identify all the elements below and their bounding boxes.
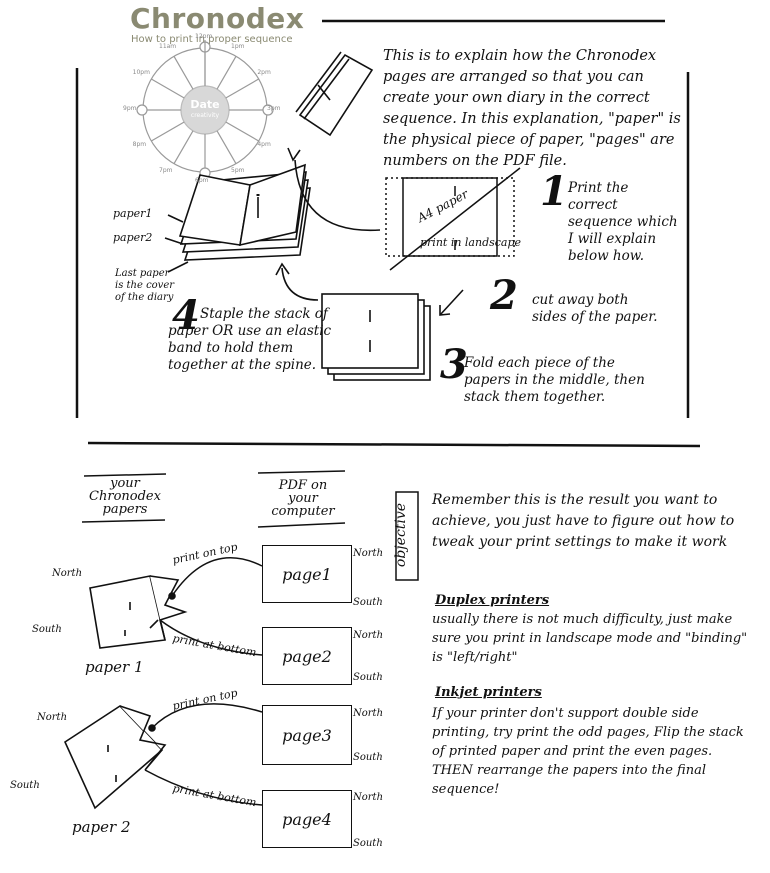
last-paper-label: Last paper is the cover of the diary	[115, 268, 175, 303]
step-3-number: 3	[440, 341, 468, 388]
wheel-hour-label: 1pm	[231, 42, 245, 50]
wheel-hour-label: 11am	[159, 42, 177, 50]
wheel-spoke	[173, 56, 194, 90]
duplex-title: Duplex printers	[435, 593, 550, 608]
wheel-spoke	[151, 78, 185, 99]
wheel-spoke	[216, 56, 237, 90]
logo-subtitle: How to print in proper sequence	[131, 34, 293, 45]
step-4-number: 4	[172, 292, 200, 339]
step-1-number: 1	[540, 168, 568, 215]
paper1-sketch	[89, 575, 188, 649]
a4-paper-sketch	[385, 167, 521, 271]
paper2-label: paper2	[113, 231, 153, 244]
wheel-spoke	[151, 121, 185, 142]
objective-box	[395, 491, 419, 581]
step-2-text: cut away both sides of the paper.	[532, 292, 658, 325]
logo-title: Chronodex	[130, 2, 305, 35]
frame	[75, 19, 701, 448]
wheel-hour-label: 6pm	[195, 177, 209, 184]
page-box-1: page1	[262, 545, 352, 603]
wheel-hour-label: 9pm	[123, 105, 137, 112]
wheel-center-label: Date	[190, 98, 220, 111]
wheel-hour-label: 3pm	[267, 105, 281, 112]
north-label-paper1: North	[52, 568, 83, 579]
inkjet-title: Inkjet printers	[435, 685, 542, 700]
inkjet-text: If your printer don't support double sid…	[432, 706, 744, 797]
south-label-p4: South	[353, 838, 383, 849]
cut-papers-sketch	[321, 293, 431, 381]
wheel-center-sub: creativity	[190, 112, 220, 119]
folded-booklet-sketch	[295, 51, 374, 137]
col-head-pdf: PDF on your computer	[271, 478, 335, 519]
wheel-hour-label: 4pm	[257, 141, 271, 148]
page-box-4: page4	[262, 790, 352, 848]
column-underlines	[81, 470, 346, 528]
paper2-sketch	[63, 704, 167, 810]
north-label-p1: North	[353, 548, 384, 559]
wheel-spoke	[173, 130, 194, 164]
paper1-label: paper1	[113, 207, 153, 220]
north-label-p3: North	[353, 708, 384, 719]
wheel-spoke	[225, 78, 259, 99]
paper-stack-sketch	[178, 163, 311, 261]
south-label-paper1: South	[32, 624, 62, 635]
wheel-hour-label: 10pm	[132, 69, 150, 76]
wheel-hour-label: 2pm	[257, 69, 271, 76]
step-2-number: 2	[490, 272, 518, 319]
mapping-curves	[144, 557, 263, 806]
paper-b-label: paper 2	[72, 818, 131, 836]
wheel-hour-label: 8pm	[132, 141, 147, 148]
page-box-2: page2	[262, 627, 352, 685]
south-label-p3: South	[353, 752, 383, 763]
step-4-text: Staple the stack of paper OR use an elas…	[168, 306, 332, 373]
intro-text: This is to explain how the Chronodex pag…	[383, 48, 681, 169]
north-label-paper2: North	[37, 712, 68, 723]
wheel-hour-label: 7pm	[159, 167, 173, 175]
wheel-spoke	[225, 121, 259, 142]
wheel-hour-label: 5pm	[231, 167, 245, 175]
chronodex-wheel	[136, 40, 274, 179]
north-label-p2: North	[353, 630, 384, 641]
print-landscape-label: print in landscape	[420, 236, 522, 249]
south-label-p1: South	[353, 597, 383, 608]
flow-arrows	[164, 147, 464, 316]
south-label-paper2: South	[10, 780, 40, 791]
south-label-p2: South	[353, 672, 383, 683]
remember-note: Remember this is the result you want to …	[432, 492, 735, 550]
wheel-spoke	[216, 130, 237, 164]
col-head-papers: your Chronodex papers	[89, 476, 161, 517]
objective-label: objective	[393, 502, 409, 568]
duplex-text: usually there is not much difficulty, ju…	[432, 612, 748, 665]
wheel-hour-label: 12pm	[195, 33, 213, 40]
paper-a-label: paper 1	[85, 658, 144, 676]
step-3-text: Fold each piece of the papers in the mid…	[464, 355, 645, 405]
step-1-text: Print the correct sequence which I will …	[568, 180, 678, 264]
page-box-3: page3	[262, 705, 352, 765]
north-label-p4: North	[353, 792, 384, 803]
